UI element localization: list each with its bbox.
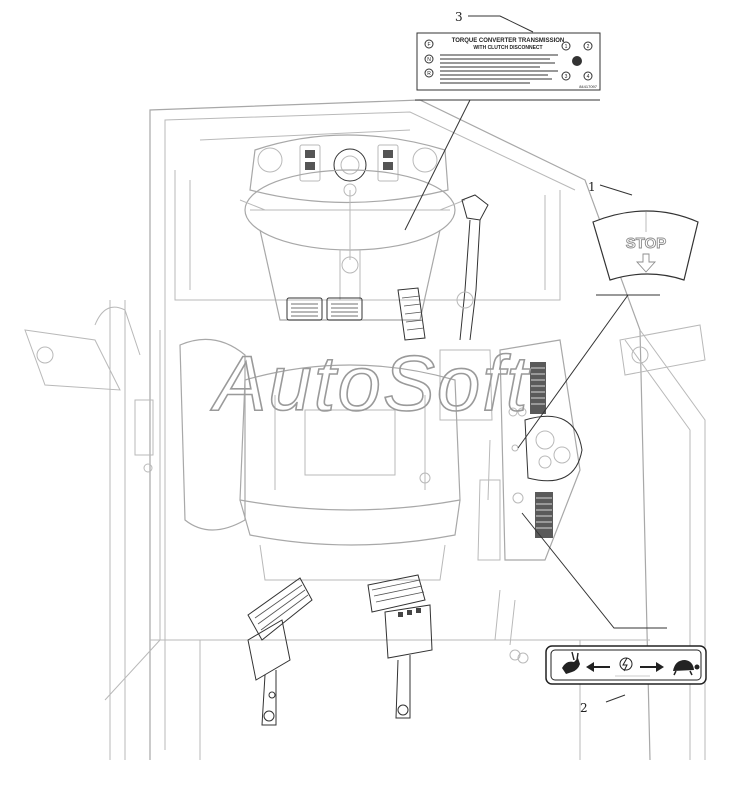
decal-letter-f: F: [427, 42, 430, 48]
decal-number-4: 4: [587, 74, 590, 80]
transmission-decal: TORQUE CONVERTER TRANSMISSION WITH CLUTC…: [416, 32, 601, 91]
stop-decal: STOP: [592, 210, 699, 281]
decal-number-2: 2: [587, 44, 590, 50]
operator-seat: [134, 338, 461, 581]
gear-lever: [439, 194, 493, 421]
right-joystick: [367, 574, 529, 719]
rabbit-icon: [562, 651, 580, 674]
callout-2: 2: [580, 701, 588, 715]
cab-frame: [104, 99, 706, 761]
decal-title: TORQUE CONVERTER TRANSMISSION: [452, 38, 565, 44]
decal-letter-r: R: [427, 71, 431, 77]
arrow-left-icon: [586, 662, 610, 672]
dashboard-console: [239, 134, 466, 321]
right-console: [477, 339, 583, 561]
left-joystick: [247, 577, 313, 726]
callout-3: 3: [455, 10, 463, 24]
engine-speed-icon: [619, 657, 633, 672]
arrow-right-icon: [640, 662, 664, 672]
side-arms: [24, 306, 706, 391]
decal-number-1: 1: [565, 44, 568, 50]
decal-text-lines: [440, 54, 558, 84]
leader-lines: [404, 15, 667, 703]
speed-decal: [545, 645, 707, 685]
decal-letter-n: N: [427, 57, 431, 63]
decal-subtitle: WITH CLUTCH DISCONNECT: [473, 45, 542, 51]
callout-1: 1: [588, 180, 596, 194]
stop-label: STOP: [626, 235, 667, 252]
watermark-text: AutoSoft: [210, 339, 531, 427]
decal-part-number: 84417097: [579, 84, 598, 89]
pedals: [286, 287, 426, 341]
turtle-icon: [673, 660, 700, 676]
decal-number-3: 3: [565, 74, 568, 80]
